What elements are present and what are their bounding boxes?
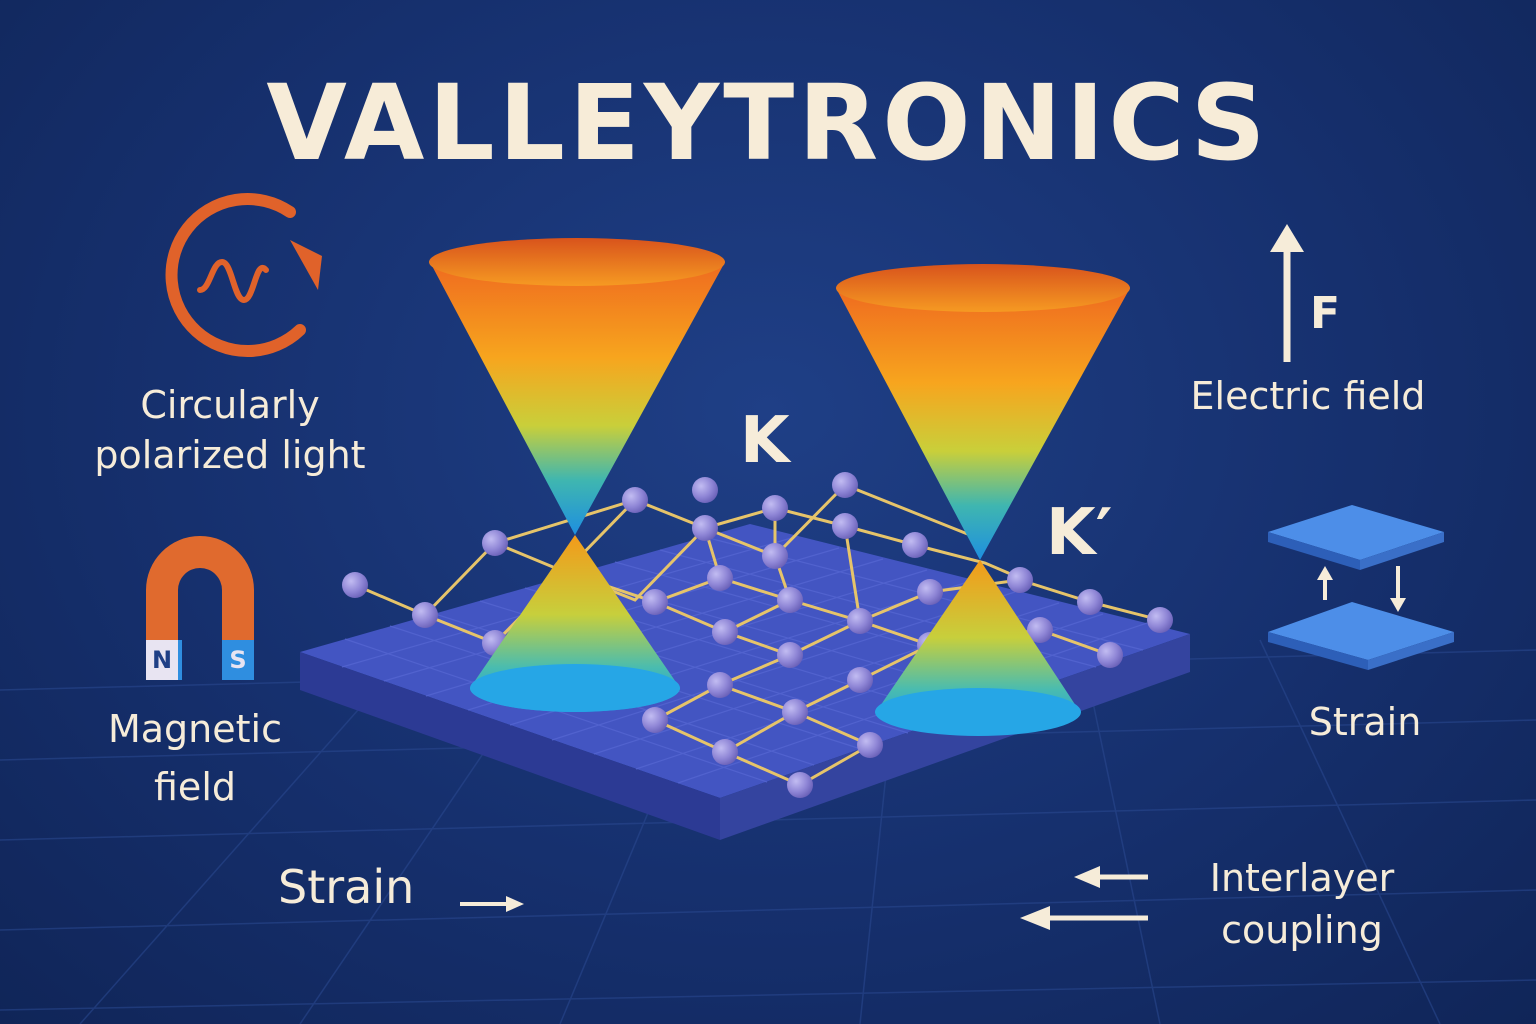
atom — [712, 619, 738, 645]
atom — [1027, 617, 1053, 643]
valley-cone-k-prime — [836, 264, 1130, 736]
magnetic-field-label: Magnetic field — [80, 700, 310, 816]
atom — [832, 513, 858, 539]
atom — [1077, 589, 1103, 615]
valley-k-label: K — [740, 404, 790, 478]
circular-light-label-line1: Circularly — [140, 383, 320, 427]
atom — [342, 572, 368, 598]
strain-plates-icon — [1268, 505, 1454, 670]
strain-arrow-icon — [460, 896, 524, 912]
atom — [622, 487, 648, 513]
atom — [762, 495, 788, 521]
magnet-north-label: N — [151, 646, 173, 674]
atom — [1007, 567, 1033, 593]
atom — [692, 515, 718, 541]
atom — [857, 732, 883, 758]
electric-field-label: Electric field — [1190, 374, 1426, 418]
atom — [412, 602, 438, 628]
electric-field-symbol: F — [1310, 288, 1341, 339]
atom — [832, 472, 858, 498]
magnet-icon — [146, 536, 254, 680]
atom — [1097, 642, 1123, 668]
circular-light-label-line2: polarized light — [94, 433, 366, 477]
interlayer-label-line2: coupling — [1221, 908, 1383, 952]
valley-cone-k — [429, 238, 725, 712]
atom — [762, 543, 788, 569]
magnet-south-label: S — [229, 646, 247, 674]
atom — [777, 587, 803, 613]
strain-right-label: Strain — [1308, 700, 1422, 744]
atom — [642, 707, 668, 733]
interlayer-label-line1: Interlayer — [1209, 856, 1395, 900]
atom — [692, 477, 718, 503]
atom — [917, 579, 943, 605]
atom — [707, 565, 733, 591]
circular-light-label: Circularly polarized light — [60, 380, 400, 480]
atom — [707, 672, 733, 698]
valley-k-prime-label: K′ — [1046, 496, 1113, 570]
atom — [642, 589, 668, 615]
page-title: VALLEYTRONICS — [266, 62, 1270, 184]
atom — [847, 667, 873, 693]
interlayer-coupling-label: Interlayer coupling — [1188, 852, 1416, 956]
atom — [777, 642, 803, 668]
atom — [782, 699, 808, 725]
interlayer-arrows-icon — [1020, 866, 1148, 930]
magnetic-field-label-line1: Magnetic — [107, 707, 282, 751]
circular-light-icon — [165, 193, 322, 358]
atom — [712, 739, 738, 765]
strain-bottom-label: Strain — [278, 860, 415, 914]
atom — [847, 608, 873, 634]
electric-field-arrow-icon — [1270, 224, 1304, 362]
atom — [482, 530, 508, 556]
magnetic-field-label-line2: field — [154, 765, 236, 809]
atom — [787, 772, 813, 798]
lattice-atoms — [342, 472, 1173, 798]
atom — [902, 532, 928, 558]
atom — [1147, 607, 1173, 633]
